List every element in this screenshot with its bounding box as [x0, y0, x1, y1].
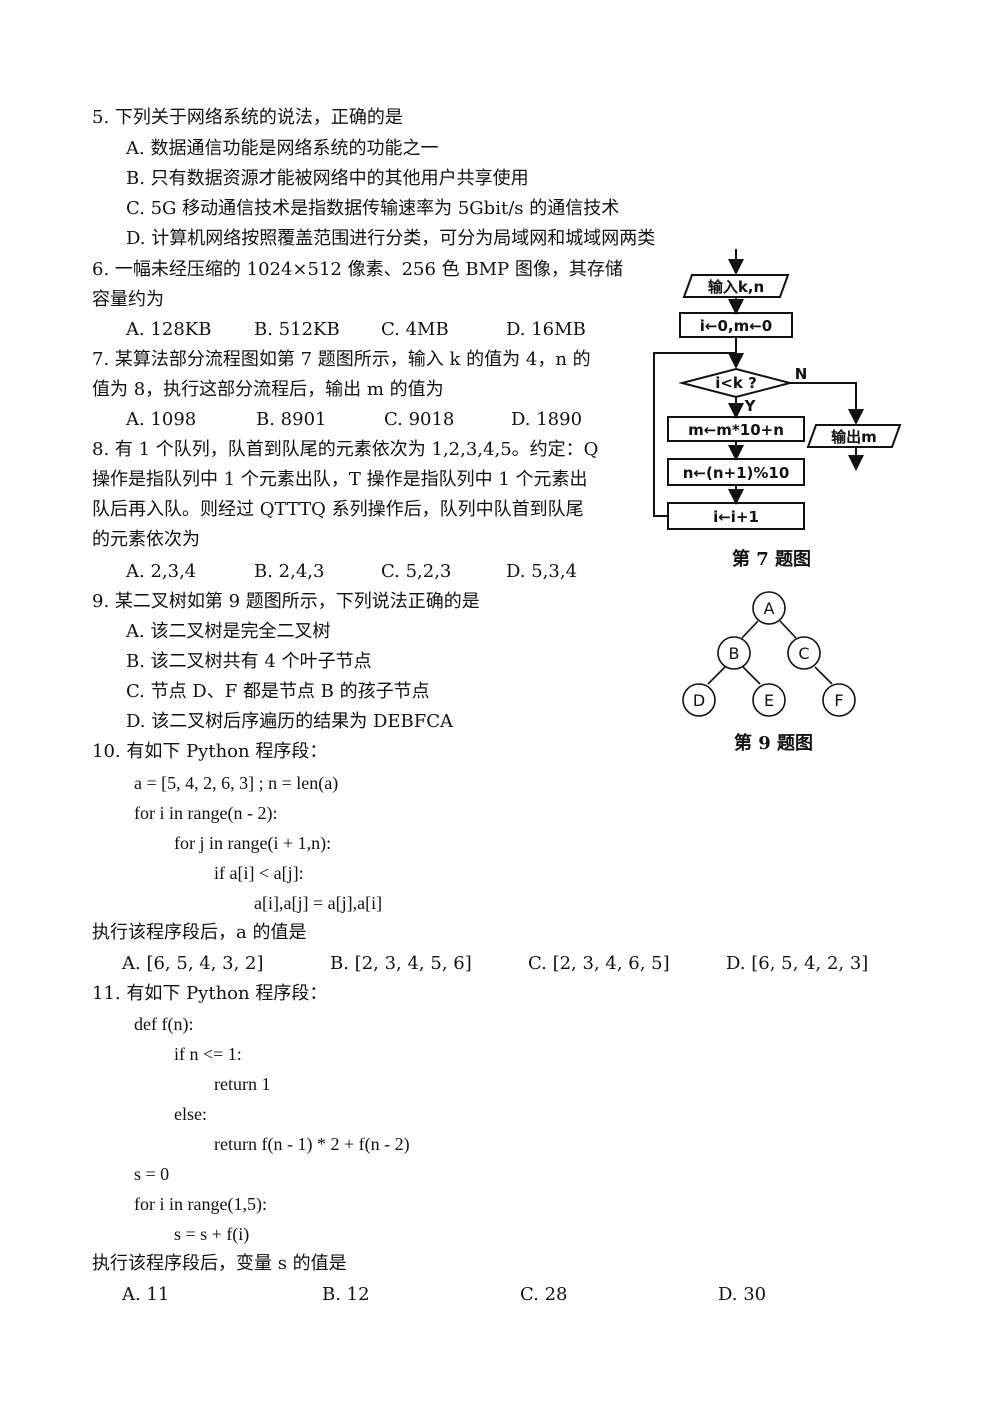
q5-option-a: A. 数据通信功能是网络系统的功能之一 — [126, 138, 439, 159]
q11-code-line2: if n <= 1: — [174, 1044, 242, 1064]
q7-option-b: B. 8901 — [256, 409, 327, 430]
flowchart-condition-text: i<k ? — [715, 374, 757, 392]
tree-node-d: D — [693, 691, 705, 710]
tree-node-f: F — [834, 691, 843, 710]
q11-code-line4: else: — [174, 1104, 207, 1124]
q11-stem: 11. 有如下 Python 程序段： — [92, 983, 328, 1004]
q11-option-a: A. 11 — [122, 1284, 170, 1305]
q10-code-line3: for j in range(i + 1,n): — [174, 833, 332, 853]
q11-after: 执行该程序段后，变量 s 的值是 — [92, 1253, 347, 1274]
q9-option-b: B. 该二叉树共有 4 个叶子节点 — [126, 651, 372, 672]
q11-option-d: D. 30 — [718, 1284, 767, 1305]
q10-code-line2: for i in range(n - 2): — [134, 803, 278, 823]
q11-code-line6: s = 0 — [134, 1164, 170, 1184]
flowchart-step3-text: i←i+1 — [713, 508, 759, 526]
tree-node-c-circle — [787, 636, 821, 670]
q5-option-b: B. 只有数据资源才能被网络中的其他用户共享使用 — [126, 168, 529, 189]
q9-option-d: D. 该二叉树后序遍历的结果为 DEBFCA — [126, 711, 454, 732]
q9-stem: 9. 某二叉树如第 9 题图所示，下列说法正确的是 — [92, 591, 480, 612]
flowchart-step1-text: m←m*10+n — [688, 421, 784, 439]
q11-code-line1: def f(n): — [134, 1014, 194, 1034]
flowchart-output-text: 输出m — [831, 428, 877, 446]
tree-node-e: E — [764, 691, 774, 710]
tree-node-f-circle — [822, 683, 856, 717]
q10-option-b: B. [2, 3, 4, 5, 6] — [330, 953, 472, 974]
q11-code-line8: s = s + f(i) — [174, 1224, 250, 1244]
q7-stem-line1: 7. 某算法部分流程图如第 7 题图所示，输入 k 的值为 4，n 的 — [92, 349, 591, 370]
q7-option-a: A. 1098 — [126, 409, 197, 430]
q8-option-c: C. 5,2,3 — [381, 561, 452, 582]
q6-option-b: B. 512KB — [254, 319, 340, 340]
q11-code-line3: return 1 — [214, 1074, 271, 1094]
q8-option-a: A. 2,3,4 — [126, 561, 197, 582]
q6-option-d: D. 16MB — [506, 319, 586, 340]
q8-stem-line2: 操作是指队列中 1 个元素出队，T 操作是指队列中 1 个元素出 — [92, 469, 588, 490]
flowchart-init-text: i←0,m←0 — [700, 317, 772, 335]
q8-stem-line1: 8. 有 1 个队列，队首到队尾的元素依次为 1,2,3,4,5。约定：Q — [92, 439, 599, 460]
flowchart-yes-label: Y — [744, 397, 757, 415]
tree-node-c: C — [798, 644, 809, 663]
flowchart-no-label: N — [795, 365, 808, 383]
q8-option-b: B. 2,4,3 — [254, 561, 325, 582]
q8-stem-line4: 的元素依次为 — [92, 529, 200, 550]
q5-stem: 5. 下列关于网络系统的说法，正确的是 — [92, 107, 403, 128]
flowchart-q7: 输入k,n i←0,m←0 i<k ? N Y m←m*10+n n←(n+1)… — [653, 249, 902, 530]
tree-node-d-circle — [682, 683, 716, 717]
q5-option-c: C. 5G 移动通信技术是指数据传输速率为 5Gbit/s 的通信技术 — [126, 198, 620, 219]
q9-option-a: A. 该二叉树是完全二叉树 — [126, 621, 331, 642]
q5-option-d: D. 计算机网络按照覆盖范围进行分类，可分为局域网和城域网两类 — [126, 228, 656, 249]
tree-node-b-circle — [717, 636, 751, 670]
q10-option-c: C. [2, 3, 4, 6, 5] — [528, 953, 670, 974]
tree-node-a-circle — [752, 591, 786, 625]
q10-option-d: D. [6, 5, 4, 2, 3] — [726, 953, 869, 974]
flowchart-input-text: 输入k,n — [708, 278, 764, 296]
flowchart-input-shape — [682, 274, 790, 298]
q6-stem-line2: 容量约为 — [92, 289, 164, 310]
flowchart-step2-text: n←(n+1)%10 — [683, 464, 790, 482]
binary-tree-q9: A B C D E F — [682, 591, 856, 717]
q10-stem: 10. 有如下 Python 程序段： — [92, 741, 328, 762]
flowchart-output-shape — [806, 424, 902, 448]
q8-option-d: D. 5,3,4 — [506, 561, 578, 582]
q10-after: 执行该程序段后，a 的值是 — [92, 922, 307, 943]
q11-code-line7: for i in range(1,5): — [134, 1194, 267, 1214]
tree-caption: 第 9 题图 — [734, 733, 814, 754]
q7-option-d: D. 1890 — [511, 409, 583, 430]
q7-option-c: C. 9018 — [384, 409, 455, 430]
tree-node-b: B — [729, 644, 740, 663]
flowchart-caption: 第 7 题图 — [732, 549, 812, 570]
q6-option-c: C. 4MB — [381, 319, 449, 340]
q11-code-line5: return f(n - 1) * 2 + f(n - 2) — [214, 1134, 410, 1154]
tree-node-a: A — [764, 599, 775, 618]
q10-code-line4: if a[i] < a[j]: — [214, 863, 304, 883]
q8-stem-line3: 队后再入队。则经过 QTTTQ 系列操作后，队列中队首到队尾 — [92, 499, 584, 520]
tree-node-e-circle — [752, 683, 786, 717]
q6-stem-line1: 6. 一幅未经压缩的 1024×512 像素、256 色 BMP 图像，其存储 — [92, 259, 623, 280]
q11-option-b: B. 12 — [322, 1284, 370, 1305]
q7-stem-line2: 值为 8，执行这部分流程后，输出 m 的值为 — [92, 379, 444, 400]
q6-option-a: A. 128KB — [126, 319, 212, 340]
q10-code-line1: a = [5, 4, 2, 6, 3] ; n = len(a) — [134, 773, 339, 793]
q9-option-c: C. 节点 D、F 都是节点 B 的孩子节点 — [126, 681, 430, 702]
q10-code-line5: a[i],a[j] = a[j],a[i] — [254, 893, 383, 913]
q10-option-a: A. [6, 5, 4, 3, 2] — [122, 953, 264, 974]
q11-option-c: C. 28 — [520, 1284, 568, 1305]
